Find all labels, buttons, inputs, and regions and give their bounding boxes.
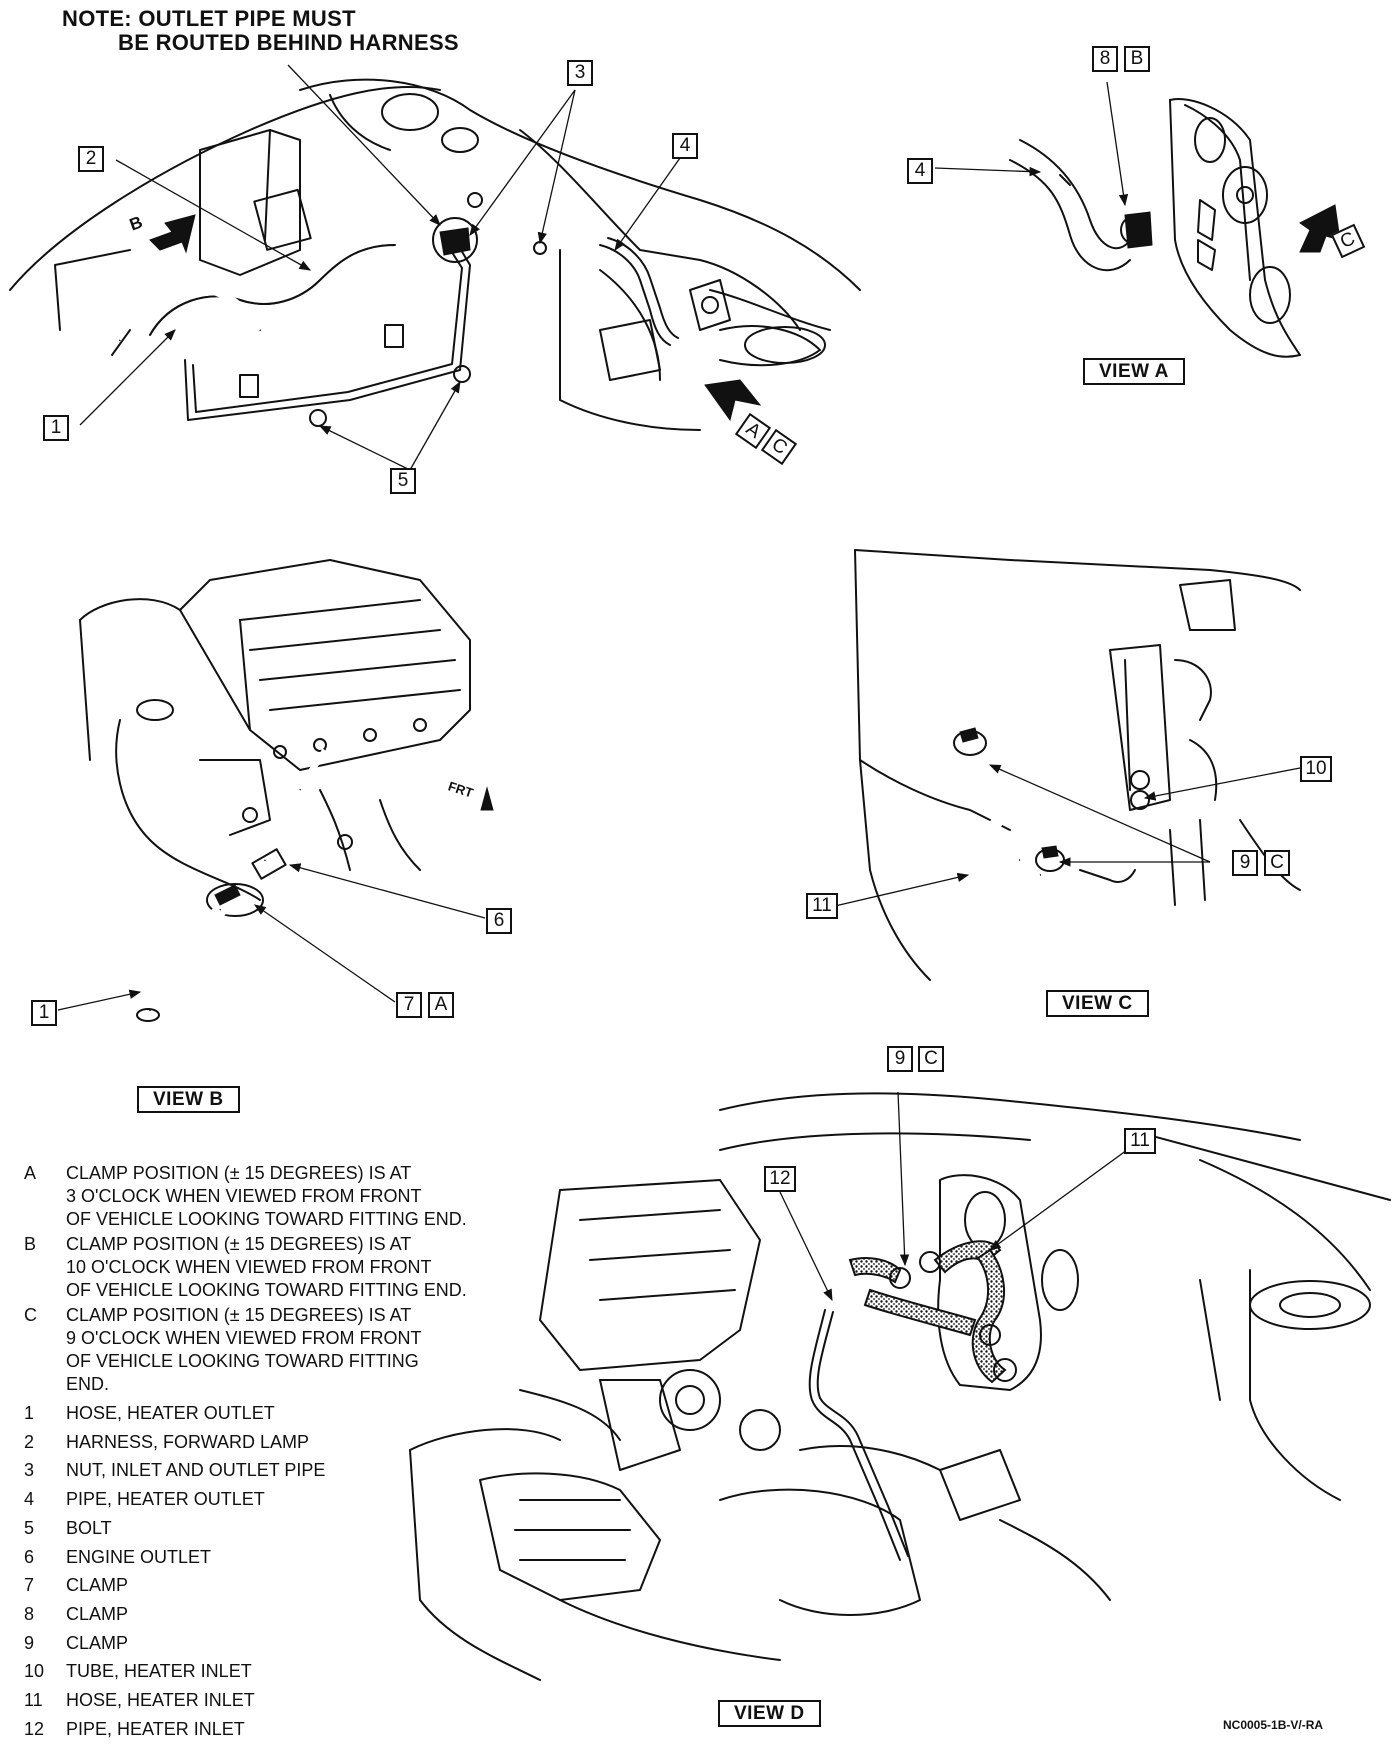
legend-part-number: 1 [24,1403,35,1423]
legend-part-name: BOLT [66,1517,112,1538]
callout-6: 6 [486,908,512,934]
legend-part-name: TUBE, HEATER INLET [66,1661,252,1682]
legend-part-number: 2 [24,1431,35,1452]
legend-note-key: C [24,1305,37,1325]
legend-note-text: CLAMP POSITION (± 15 DEGREES) IS AT 3 O'… [66,1163,467,1229]
callout-5: 5 [390,468,416,494]
legend-part-number: 12 [24,1718,45,1739]
view-a-ref-b: B [1124,46,1150,72]
view-a-label: VIEW A [1083,358,1185,385]
callout-8: 8 [1092,46,1118,72]
view-d-label: VIEW D [718,1700,821,1727]
view-d-drawing [409,1091,1391,1681]
legend-part-name: HARNESS, FORWARD LAMP [66,1431,310,1452]
callout-7: 7 [396,992,422,1018]
legend-part-row: 1 HOSE, HEATER OUTLET [24,1399,467,1428]
legend-part-row: 3 NUT, INLET AND OUTLET PIPE [24,1456,467,1485]
view-c-callout-9: 9 [1232,850,1258,876]
view-d-callout-9: 9 [887,1046,913,1072]
legend-part-name: HOSE, HEATER INLET [66,1690,255,1711]
legend-part-number: 3 [24,1460,35,1481]
callout-1: 1 [43,415,69,441]
callout-3: 3 [567,60,593,86]
legend-part-name: NUT, INLET AND OUTLET PIPE [66,1460,326,1481]
note-line-1: NOTE: OUTLET PIPE MUST [62,6,356,31]
view-c-callout-11: 11 [806,893,838,919]
legend-note-c: C CLAMP POSITION (± 15 DEGREES) IS AT 9 … [24,1304,467,1396]
view-c-ref-c: C [1264,850,1290,876]
legend-part-number: 10 [24,1661,45,1682]
legend-part-row: 7 CLAMP [24,1571,467,1600]
callout-10: 10 [1300,756,1332,782]
legend-part-number: 8 [24,1603,35,1624]
view-d-ref-c: C [918,1046,944,1072]
legend-part-row: 6 ENGINE OUTLET [24,1543,467,1572]
note-line-2: BE ROUTED BEHIND HARNESS [118,30,459,55]
legend-note-key: A [24,1163,37,1183]
view-b-callout-1: 1 [31,1000,57,1026]
view-b-drawing [57,559,494,1022]
view-b-ref-a: A [428,992,454,1018]
legend-part-number: 6 [24,1546,35,1567]
callout-2: 2 [78,146,104,172]
legend-part-row: 12 PIPE, HEATER INLET [24,1715,467,1744]
legend-part-number: 11 [24,1690,43,1711]
legend-part-name: PIPE, HEATER INLET [66,1718,245,1739]
view-c-label: VIEW C [1046,990,1149,1017]
legend-part-name: CLAMP [66,1603,129,1624]
view-b-label: VIEW B [137,1086,240,1113]
legend-part-row: 9 CLAMP [24,1629,467,1658]
legend-note-a: A CLAMP POSITION (± 15 DEGREES) IS AT 3 … [24,1162,467,1231]
legend-part-name: PIPE, HEATER OUTLET [66,1489,265,1510]
view-a-drawing [934,81,1341,358]
legend-note-key: B [24,1234,37,1254]
view-d-callout-11: 11 [1124,1128,1156,1154]
legend-part-name: ENGINE OUTLET [66,1546,212,1567]
callout-12: 12 [764,1166,796,1192]
figure-code: NC0005-1B-V/-RA [1223,1718,1324,1732]
legend-part-row: 2 HARNESS, FORWARD LAMP [24,1428,467,1457]
legend: A CLAMP POSITION (± 15 DEGREES) IS AT 3 … [24,1162,467,1743]
legend-part-row: 5 BOLT [24,1514,467,1543]
legend-part-row: 4 PIPE, HEATER OUTLET [24,1485,467,1514]
legend-part-name: HOSE, HEATER OUTLET [66,1403,275,1423]
callout-4: 4 [672,133,698,159]
legend-note-text: CLAMP POSITION (± 15 DEGREES) IS AT 9 O'… [66,1305,422,1394]
legend-part-number: 7 [24,1575,35,1596]
legend-part-number: 9 [24,1632,35,1653]
legend-note-b: B CLAMP POSITION (± 15 DEGREES) IS AT 10… [24,1233,467,1302]
view-c-drawing [834,549,1301,981]
legend-part-row: 10 TUBE, HEATER INLET [24,1657,467,1686]
view-a-callout-4: 4 [907,158,933,184]
legend-part-row: 11 HOSE, HEATER INLET [24,1686,467,1715]
legend-part-number: 5 [24,1517,35,1538]
legend-part-name: CLAMP [66,1575,129,1596]
legend-part-number: 4 [24,1489,35,1510]
legend-note-text: CLAMP POSITION (± 15 DEGREES) IS AT 10 O… [66,1234,467,1300]
legend-part-row: 8 CLAMP [24,1600,467,1629]
legend-parts-list: 1 HOSE, HEATER OUTLET 2 HARNESS, FORWARD L… [24,1399,467,1743]
legend-part-name: CLAMP [66,1632,129,1653]
main-view-drawing [9,64,861,471]
